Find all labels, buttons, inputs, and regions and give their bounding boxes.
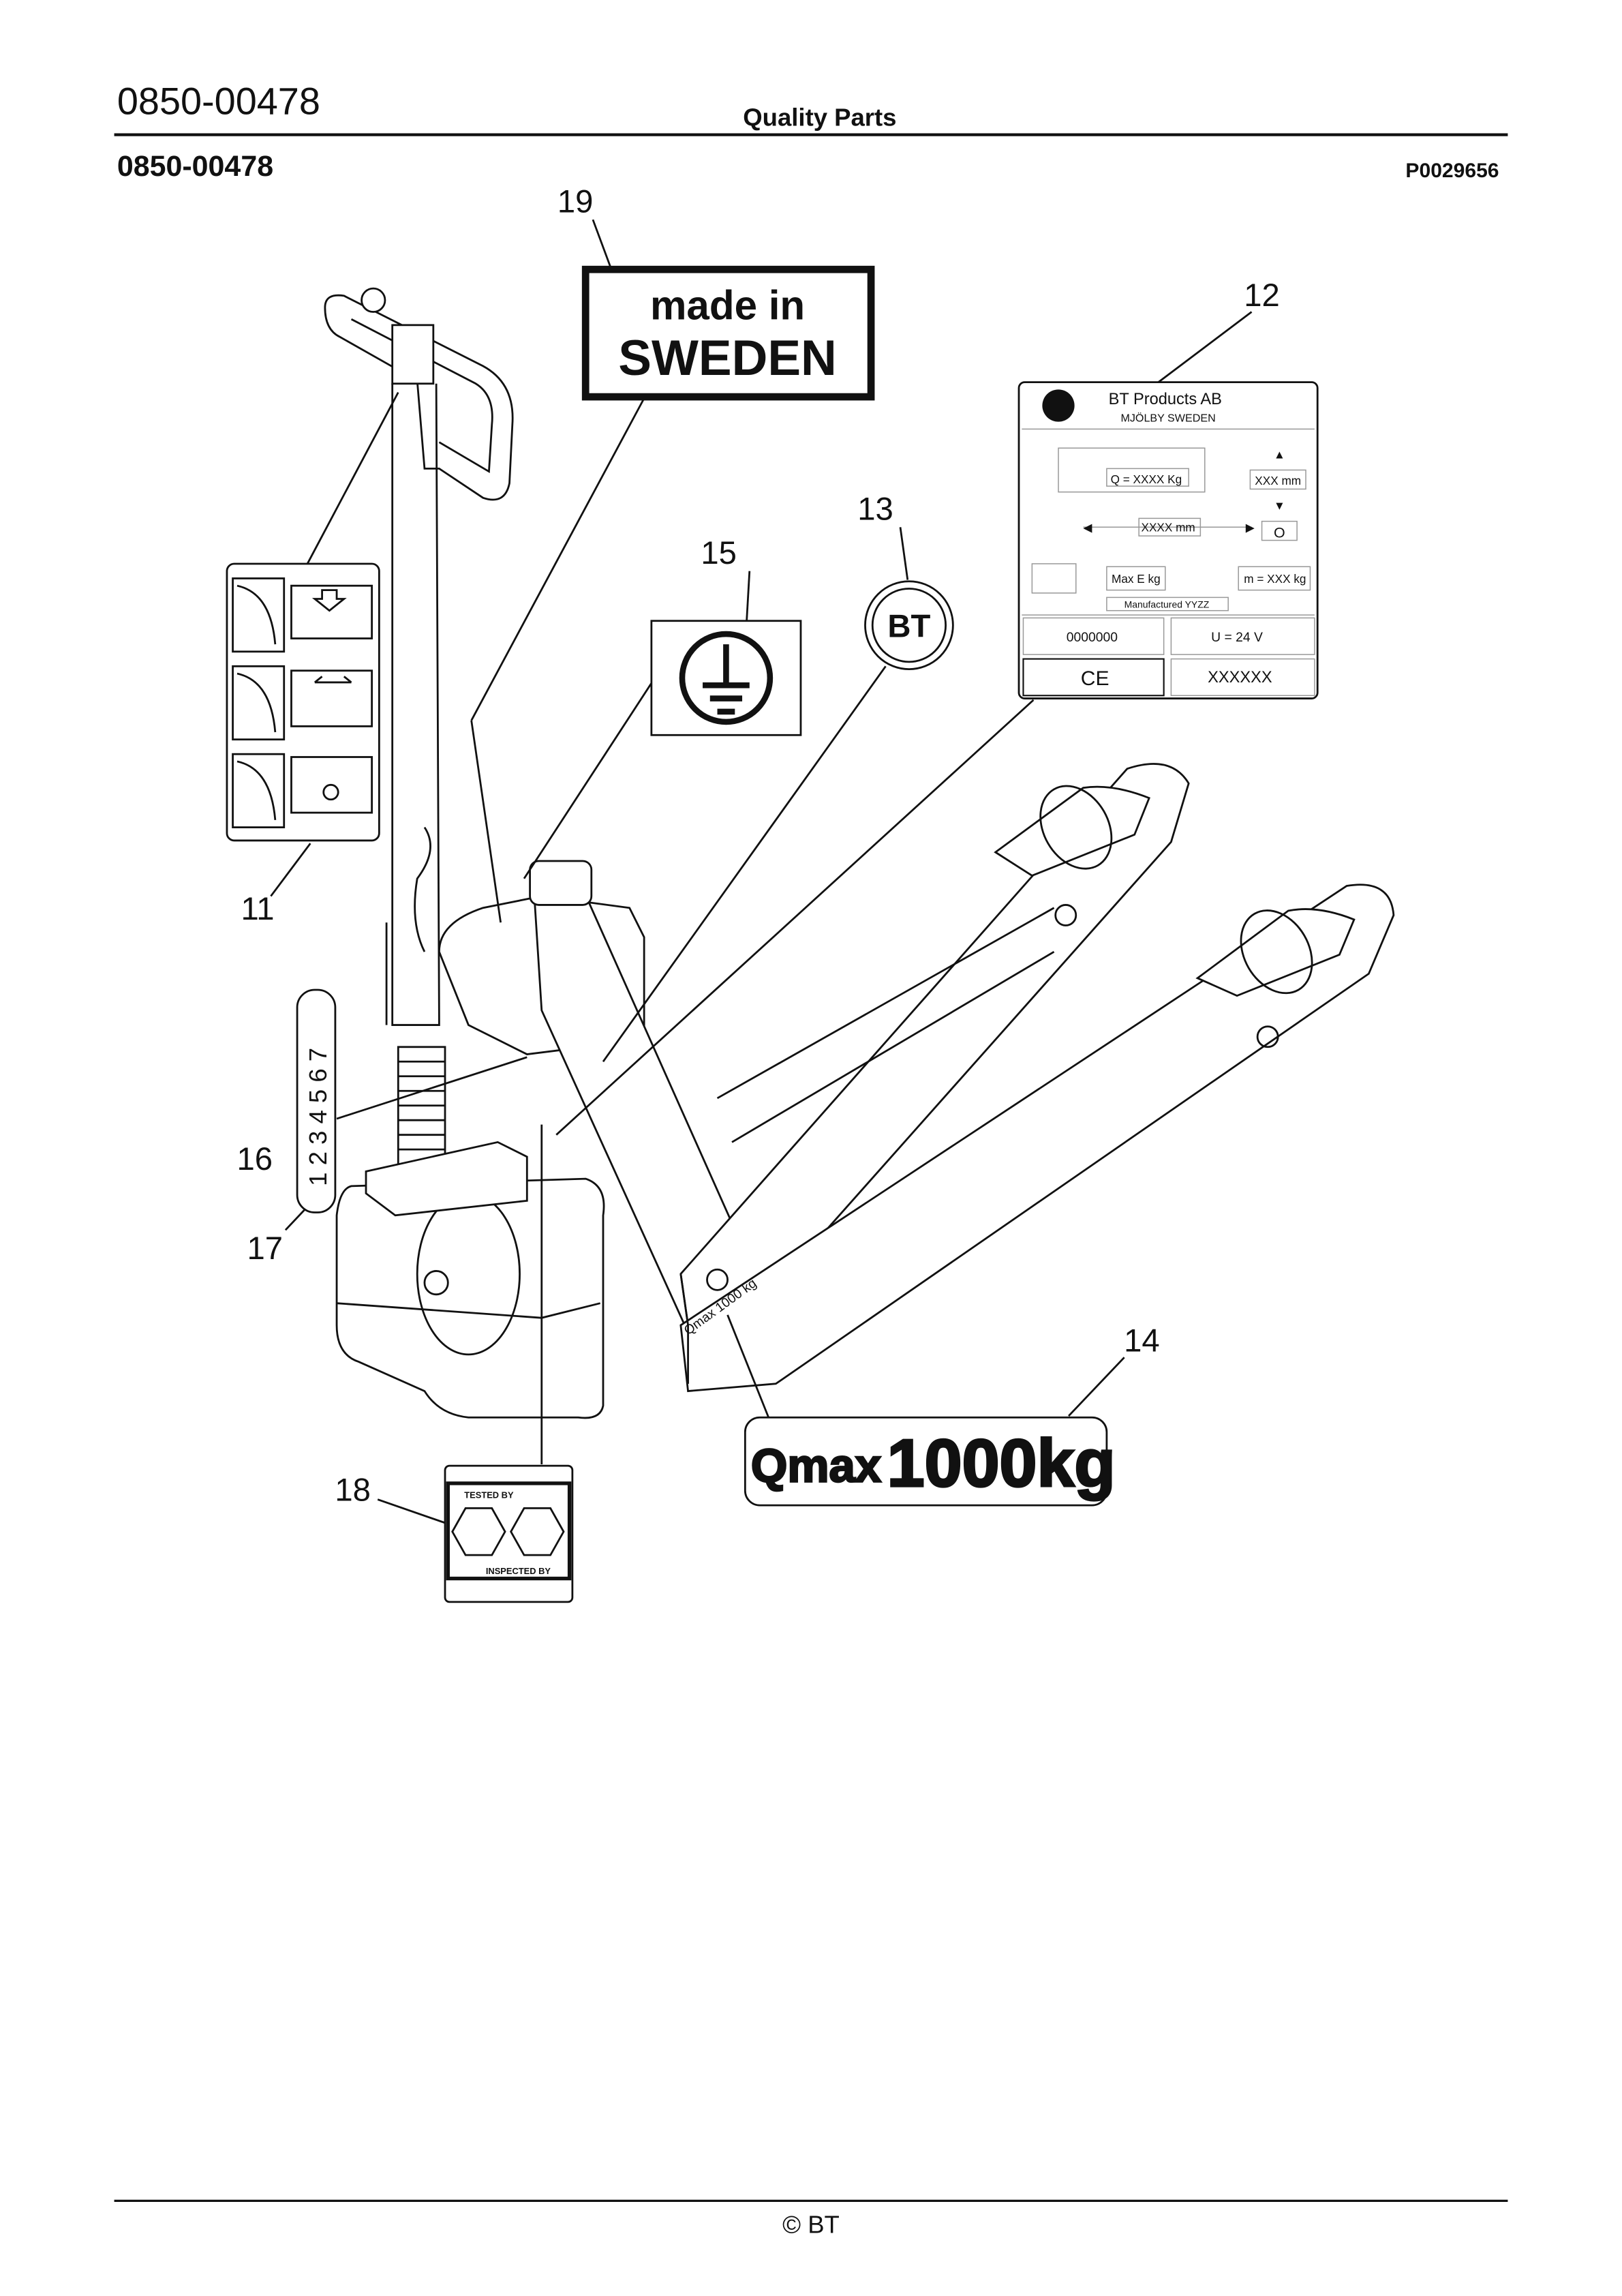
callout-15: 15: [701, 535, 737, 571]
bt-logo-icon: [1042, 389, 1075, 422]
svg-text:MJÖLBY SWEDEN: MJÖLBY SWEDEN: [1120, 412, 1215, 425]
svg-text:BT Products AB: BT Products AB: [1109, 391, 1222, 408]
drawing-id: P0029656: [1405, 160, 1499, 182]
svg-text:Max E kg: Max E kg: [1112, 572, 1161, 586]
svg-text:Qmax: Qmax: [751, 1440, 881, 1492]
part-number: 0850-00478: [117, 150, 273, 183]
callout-12: 12: [1244, 277, 1280, 314]
svg-text:◀: ◀: [1083, 521, 1092, 534]
serial-number-strip: 1 2 3 4 5 6 7: [296, 988, 337, 1213]
svg-text:▼: ▼: [1274, 498, 1285, 512]
handle-operation-label: [226, 562, 380, 842]
svg-text:INSPECTED BY: INSPECTED BY: [486, 1566, 551, 1576]
svg-text:0000000: 0000000: [1067, 631, 1118, 645]
callout-11: 11: [241, 891, 275, 927]
svg-text:XXXXXX: XXXXXX: [1208, 669, 1272, 686]
svg-text:Manufactured YYZZ: Manufactured YYZZ: [1124, 599, 1210, 609]
ground-symbol-label: [650, 620, 802, 736]
svg-text:1000kg: 1000kg: [887, 1425, 1116, 1500]
made-in-sweden-label: made in SWEDEN: [581, 265, 875, 401]
svg-text:1 2 3 4 5 6 7: 1 2 3 4 5 6 7: [304, 1048, 332, 1186]
svg-text:TESTED BY: TESTED BY: [464, 1490, 514, 1500]
callout-18: 18: [335, 1472, 371, 1509]
copyright: © BT: [782, 2211, 840, 2239]
callout-19: 19: [557, 183, 594, 220]
callout-17: 17: [247, 1230, 284, 1267]
callout-14: 14: [1124, 1323, 1160, 1359]
doc-number: 0850-00478: [117, 80, 320, 123]
callouts: 19 12 13 15 11 16 17 14 18: [236, 183, 1279, 1508]
svg-text:SWEDEN: SWEDEN: [618, 331, 836, 386]
svg-text:▲: ▲: [1274, 447, 1285, 461]
bt-logo-label: BT: [864, 580, 954, 671]
svg-text:made in: made in: [650, 282, 805, 328]
page-title: Quality Parts: [743, 104, 896, 132]
nameplate-label: BT Products AB MJÖLBY SWEDEN Q = XXXX Kg…: [1017, 381, 1319, 699]
callout-16: 16: [236, 1141, 273, 1177]
svg-text:XXX mm: XXX mm: [1255, 474, 1301, 487]
leader-lines: [270, 219, 1253, 1524]
qmax-capacity-label: Qmax 1000kg: [744, 1416, 1116, 1507]
pallet-truck-illustration: Qmax 1000 kg: [324, 287, 1395, 1419]
svg-text:BT: BT: [887, 608, 930, 644]
svg-text:XXXX mm: XXXX mm: [1142, 521, 1195, 534]
svg-text:CE: CE: [1081, 667, 1110, 690]
tested-inspected-label: TESTED BY INSPECTED BY: [444, 1464, 574, 1603]
svg-text:▶: ▶: [1246, 521, 1255, 534]
callout-13: 13: [857, 492, 893, 528]
svg-text:Q = XXXX Kg: Q = XXXX Kg: [1111, 472, 1182, 486]
svg-text:O: O: [1274, 524, 1285, 541]
ground-icon: [679, 631, 774, 725]
svg-text:U = 24 V: U = 24 V: [1211, 631, 1263, 645]
svg-text:m = XXX kg: m = XXX kg: [1244, 572, 1306, 586]
